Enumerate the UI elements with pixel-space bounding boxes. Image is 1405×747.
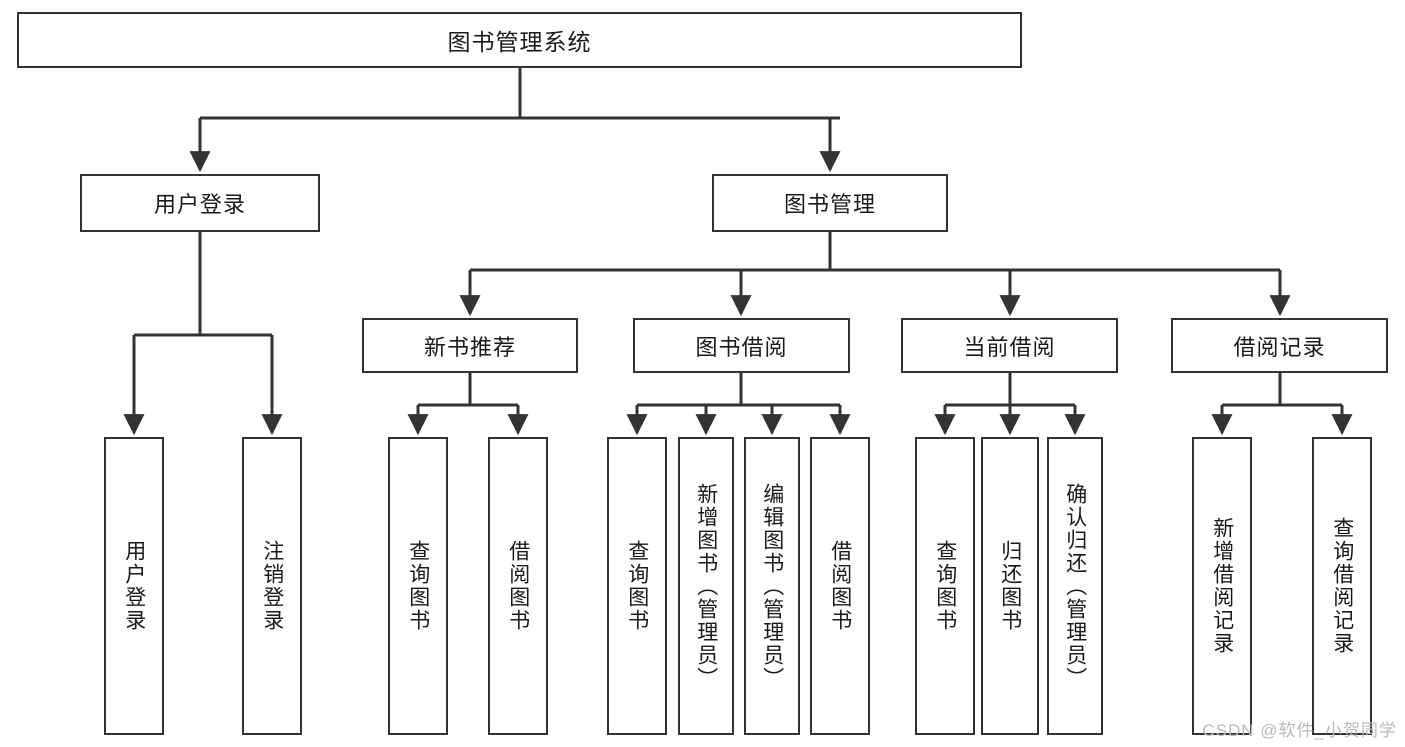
node-book-borrow[interactable]: 图书借阅: [633, 318, 850, 373]
node-leaf-add-book-admin[interactable]: 新增图书（管理员）: [678, 437, 734, 735]
node-borrow-record-label: 借阅记录: [1233, 334, 1326, 360]
node-book-management[interactable]: 图书管理: [712, 174, 948, 232]
node-leaf-query-book-borrow-label: 查询图书: [625, 540, 649, 632]
node-leaf-query-book-current-label: 查询图书: [933, 540, 957, 632]
node-leaf-borrow-book-recommend-label: 借阅图书: [506, 540, 530, 632]
node-current-borrow-label: 当前借阅: [963, 334, 1056, 360]
node-new-book-recommend-label: 新书推荐: [423, 334, 516, 360]
node-leaf-return-book[interactable]: 归还图书: [981, 437, 1039, 735]
node-leaf-query-borrow-record-label: 查询借阅记录: [1330, 517, 1354, 655]
node-book-management-label: 图书管理: [783, 192, 876, 217]
node-leaf-add-borrow-record[interactable]: 新增借阅记录: [1192, 437, 1252, 735]
node-leaf-user-login-label: 用户登录: [122, 540, 146, 632]
node-leaf-query-book-recommend-label: 查询图书: [406, 540, 430, 632]
node-leaf-borrow-book-label: 借阅图书: [828, 540, 852, 632]
node-leaf-confirm-return-admin-label: 确认归还（管理员）: [1063, 482, 1087, 690]
node-leaf-borrow-book-recommend[interactable]: 借阅图书: [488, 437, 548, 735]
node-leaf-query-book-borrow[interactable]: 查询图书: [607, 437, 667, 735]
node-root[interactable]: 图书管理系统: [17, 12, 1022, 68]
node-leaf-query-book-recommend[interactable]: 查询图书: [388, 437, 448, 735]
node-user-login[interactable]: 用户登录: [80, 174, 320, 232]
node-leaf-logout[interactable]: 注销登录: [242, 437, 302, 735]
node-leaf-query-borrow-record[interactable]: 查询借阅记录: [1312, 437, 1372, 735]
node-current-borrow[interactable]: 当前借阅: [901, 318, 1118, 373]
node-leaf-confirm-return-admin[interactable]: 确认归还（管理员）: [1047, 437, 1103, 735]
node-root-label: 图书管理系统: [447, 29, 592, 55]
node-leaf-add-book-admin-label: 新增图书（管理员）: [694, 482, 718, 690]
node-leaf-return-book-label: 归还图书: [998, 540, 1022, 632]
node-user-login-label: 用户登录: [153, 192, 246, 217]
node-new-book-recommend[interactable]: 新书推荐: [362, 318, 578, 373]
node-leaf-borrow-book[interactable]: 借阅图书: [810, 437, 870, 735]
node-leaf-add-borrow-record-label: 新增借阅记录: [1210, 517, 1234, 655]
node-leaf-query-book-current[interactable]: 查询图书: [915, 437, 975, 735]
node-leaf-edit-book-admin-label: 编辑图书（管理员）: [760, 482, 784, 690]
node-leaf-logout-label: 注销登录: [260, 540, 284, 632]
node-book-borrow-label: 图书借阅: [695, 334, 788, 360]
node-leaf-user-login[interactable]: 用户登录: [104, 437, 164, 735]
node-borrow-record[interactable]: 借阅记录: [1171, 318, 1388, 373]
node-leaf-edit-book-admin[interactable]: 编辑图书（管理员）: [744, 437, 800, 735]
